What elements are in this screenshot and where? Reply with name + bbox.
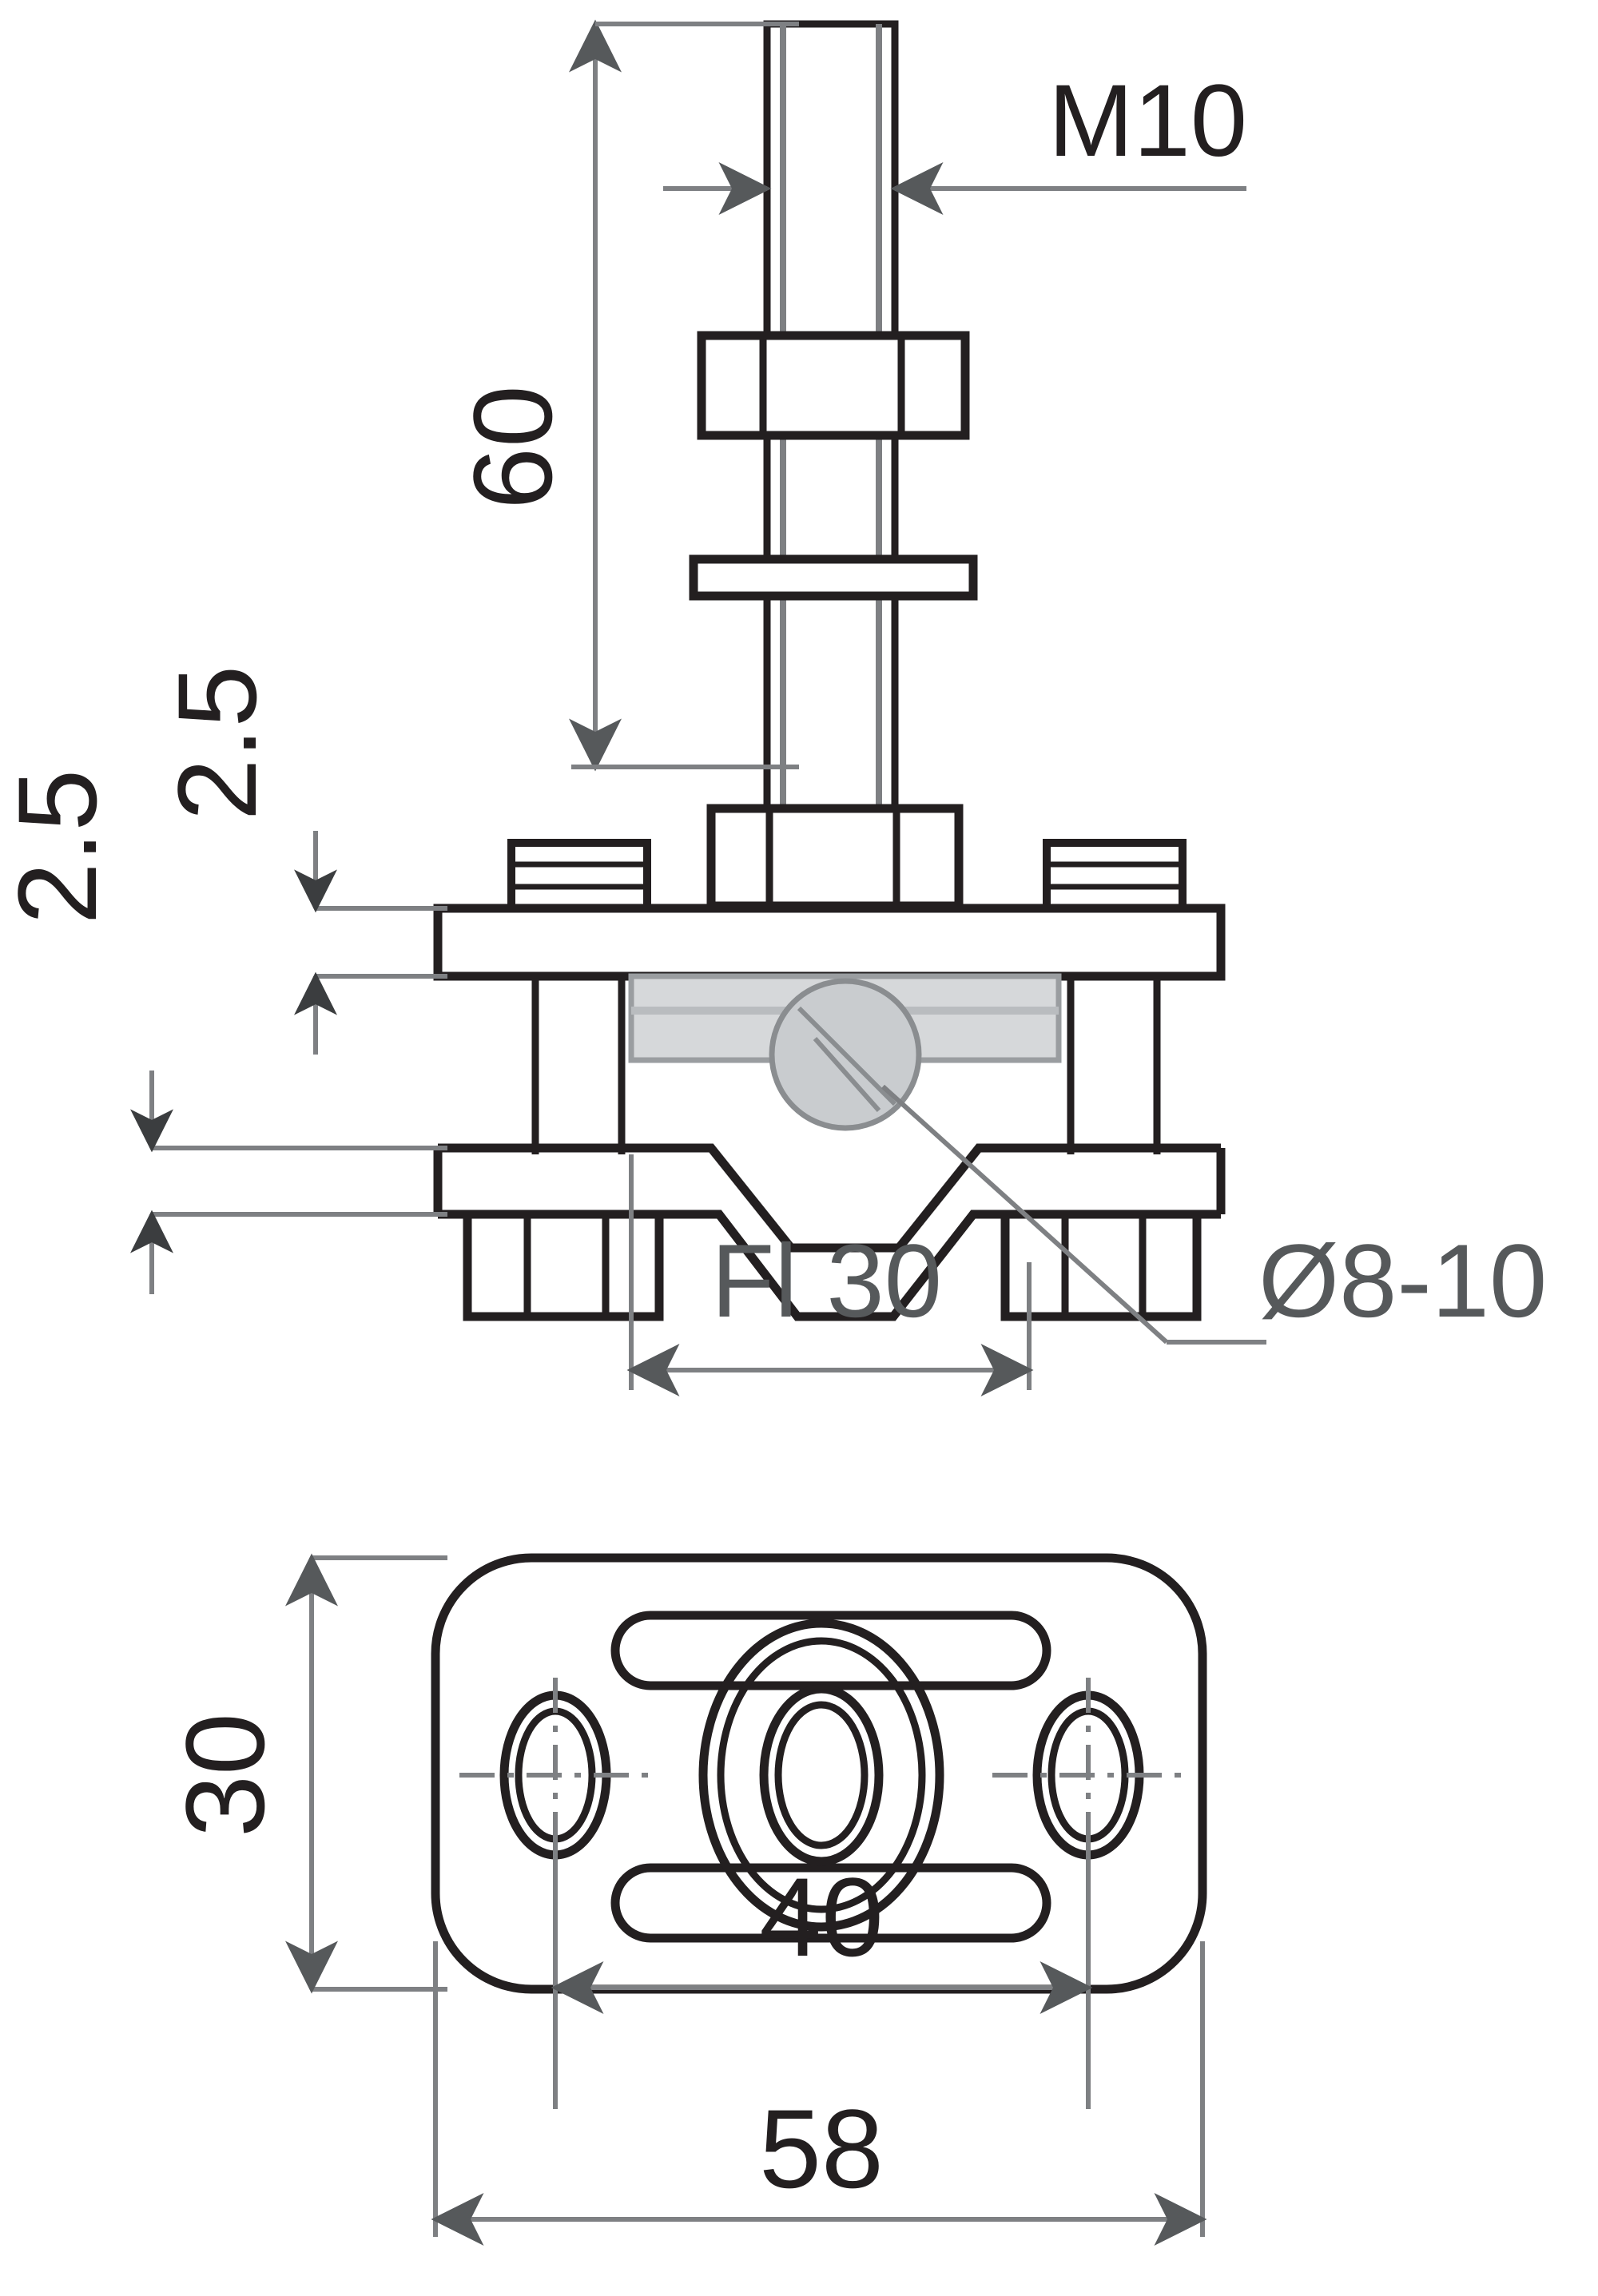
upper-washer bbox=[689, 554, 978, 601]
right-lower-nut bbox=[1000, 1210, 1202, 1321]
dimension-58: 58 bbox=[431, 1941, 1207, 2246]
dimension-40: 40 bbox=[551, 1837, 1093, 2109]
left-bolt-head-upper bbox=[507, 839, 651, 912]
elevation-section-view: M10 60 2.5 2.5 bbox=[0, 19, 1547, 1396]
lower-hex-nut bbox=[706, 804, 964, 911]
upper-base-plate-body bbox=[433, 904, 1226, 981]
dimension-fl30: Fl 30 bbox=[626, 1154, 1034, 1396]
dimension-label-fl30: Fl 30 bbox=[711, 1222, 942, 1339]
upper-hex-nut bbox=[697, 331, 970, 440]
dimension-m10: M10 bbox=[663, 64, 1247, 215]
dimension-label-2-5-outer: 2.5 bbox=[0, 769, 120, 925]
round-conductor bbox=[769, 978, 922, 1131]
conductor-hatch-line-2 bbox=[813, 1037, 881, 1112]
upper-base-plate bbox=[433, 904, 1226, 981]
dimension-2-5-outer: 2.5 bbox=[0, 769, 447, 1294]
left-bolt-head-body bbox=[507, 839, 651, 912]
washer-body bbox=[689, 554, 978, 601]
hex-nut-body bbox=[697, 331, 970, 440]
left-lower-nut-body bbox=[463, 1210, 664, 1321]
dimension-2-5-inner: 2.5 bbox=[154, 665, 447, 1055]
lower-hex-nut-body bbox=[706, 804, 964, 911]
lower-clamp-plate-top-edge bbox=[438, 1143, 1221, 1253]
plan-centre-hole-inner bbox=[774, 1701, 869, 1849]
right-lower-nut-body bbox=[1000, 1210, 1202, 1321]
dimension-label-2-5-inner: 2.5 bbox=[154, 665, 280, 821]
bolt-shanks bbox=[531, 976, 1161, 1154]
dimension-30: 30 bbox=[162, 1553, 447, 1994]
left-lower-nut bbox=[463, 1210, 664, 1321]
right-bolt-head-body bbox=[1043, 839, 1187, 912]
plan-centre-boss-outer bbox=[698, 1619, 944, 1932]
dimension-label-30: 30 bbox=[162, 1713, 288, 1837]
dimension-dia-8-10: Ø8-10 bbox=[880, 1084, 1547, 1345]
plan-right-fixing-hole bbox=[992, 1678, 1184, 1876]
plan-left-fixing-hole bbox=[459, 1678, 651, 1876]
plan-slot-lower bbox=[610, 1863, 1051, 1943]
dimension-label-dia-8-10: Ø8-10 bbox=[1258, 1222, 1547, 1339]
conductor-hatch-line-1 bbox=[797, 1006, 897, 1106]
dimension-label-58: 58 bbox=[759, 2086, 884, 2211]
dimension-label-60: 60 bbox=[450, 385, 575, 510]
dimension-60: 60 bbox=[450, 19, 799, 772]
right-bolt-head-upper bbox=[1043, 839, 1187, 912]
dimension-label-40: 40 bbox=[759, 1854, 884, 1980]
dia-leader-diagonal bbox=[880, 1084, 1169, 1345]
plan-view: 30 40 58 bbox=[162, 1553, 1207, 2246]
plan-centre-boss-inner-ring bbox=[717, 1637, 926, 1913]
dimension-label-m10: M10 bbox=[1048, 64, 1247, 178]
